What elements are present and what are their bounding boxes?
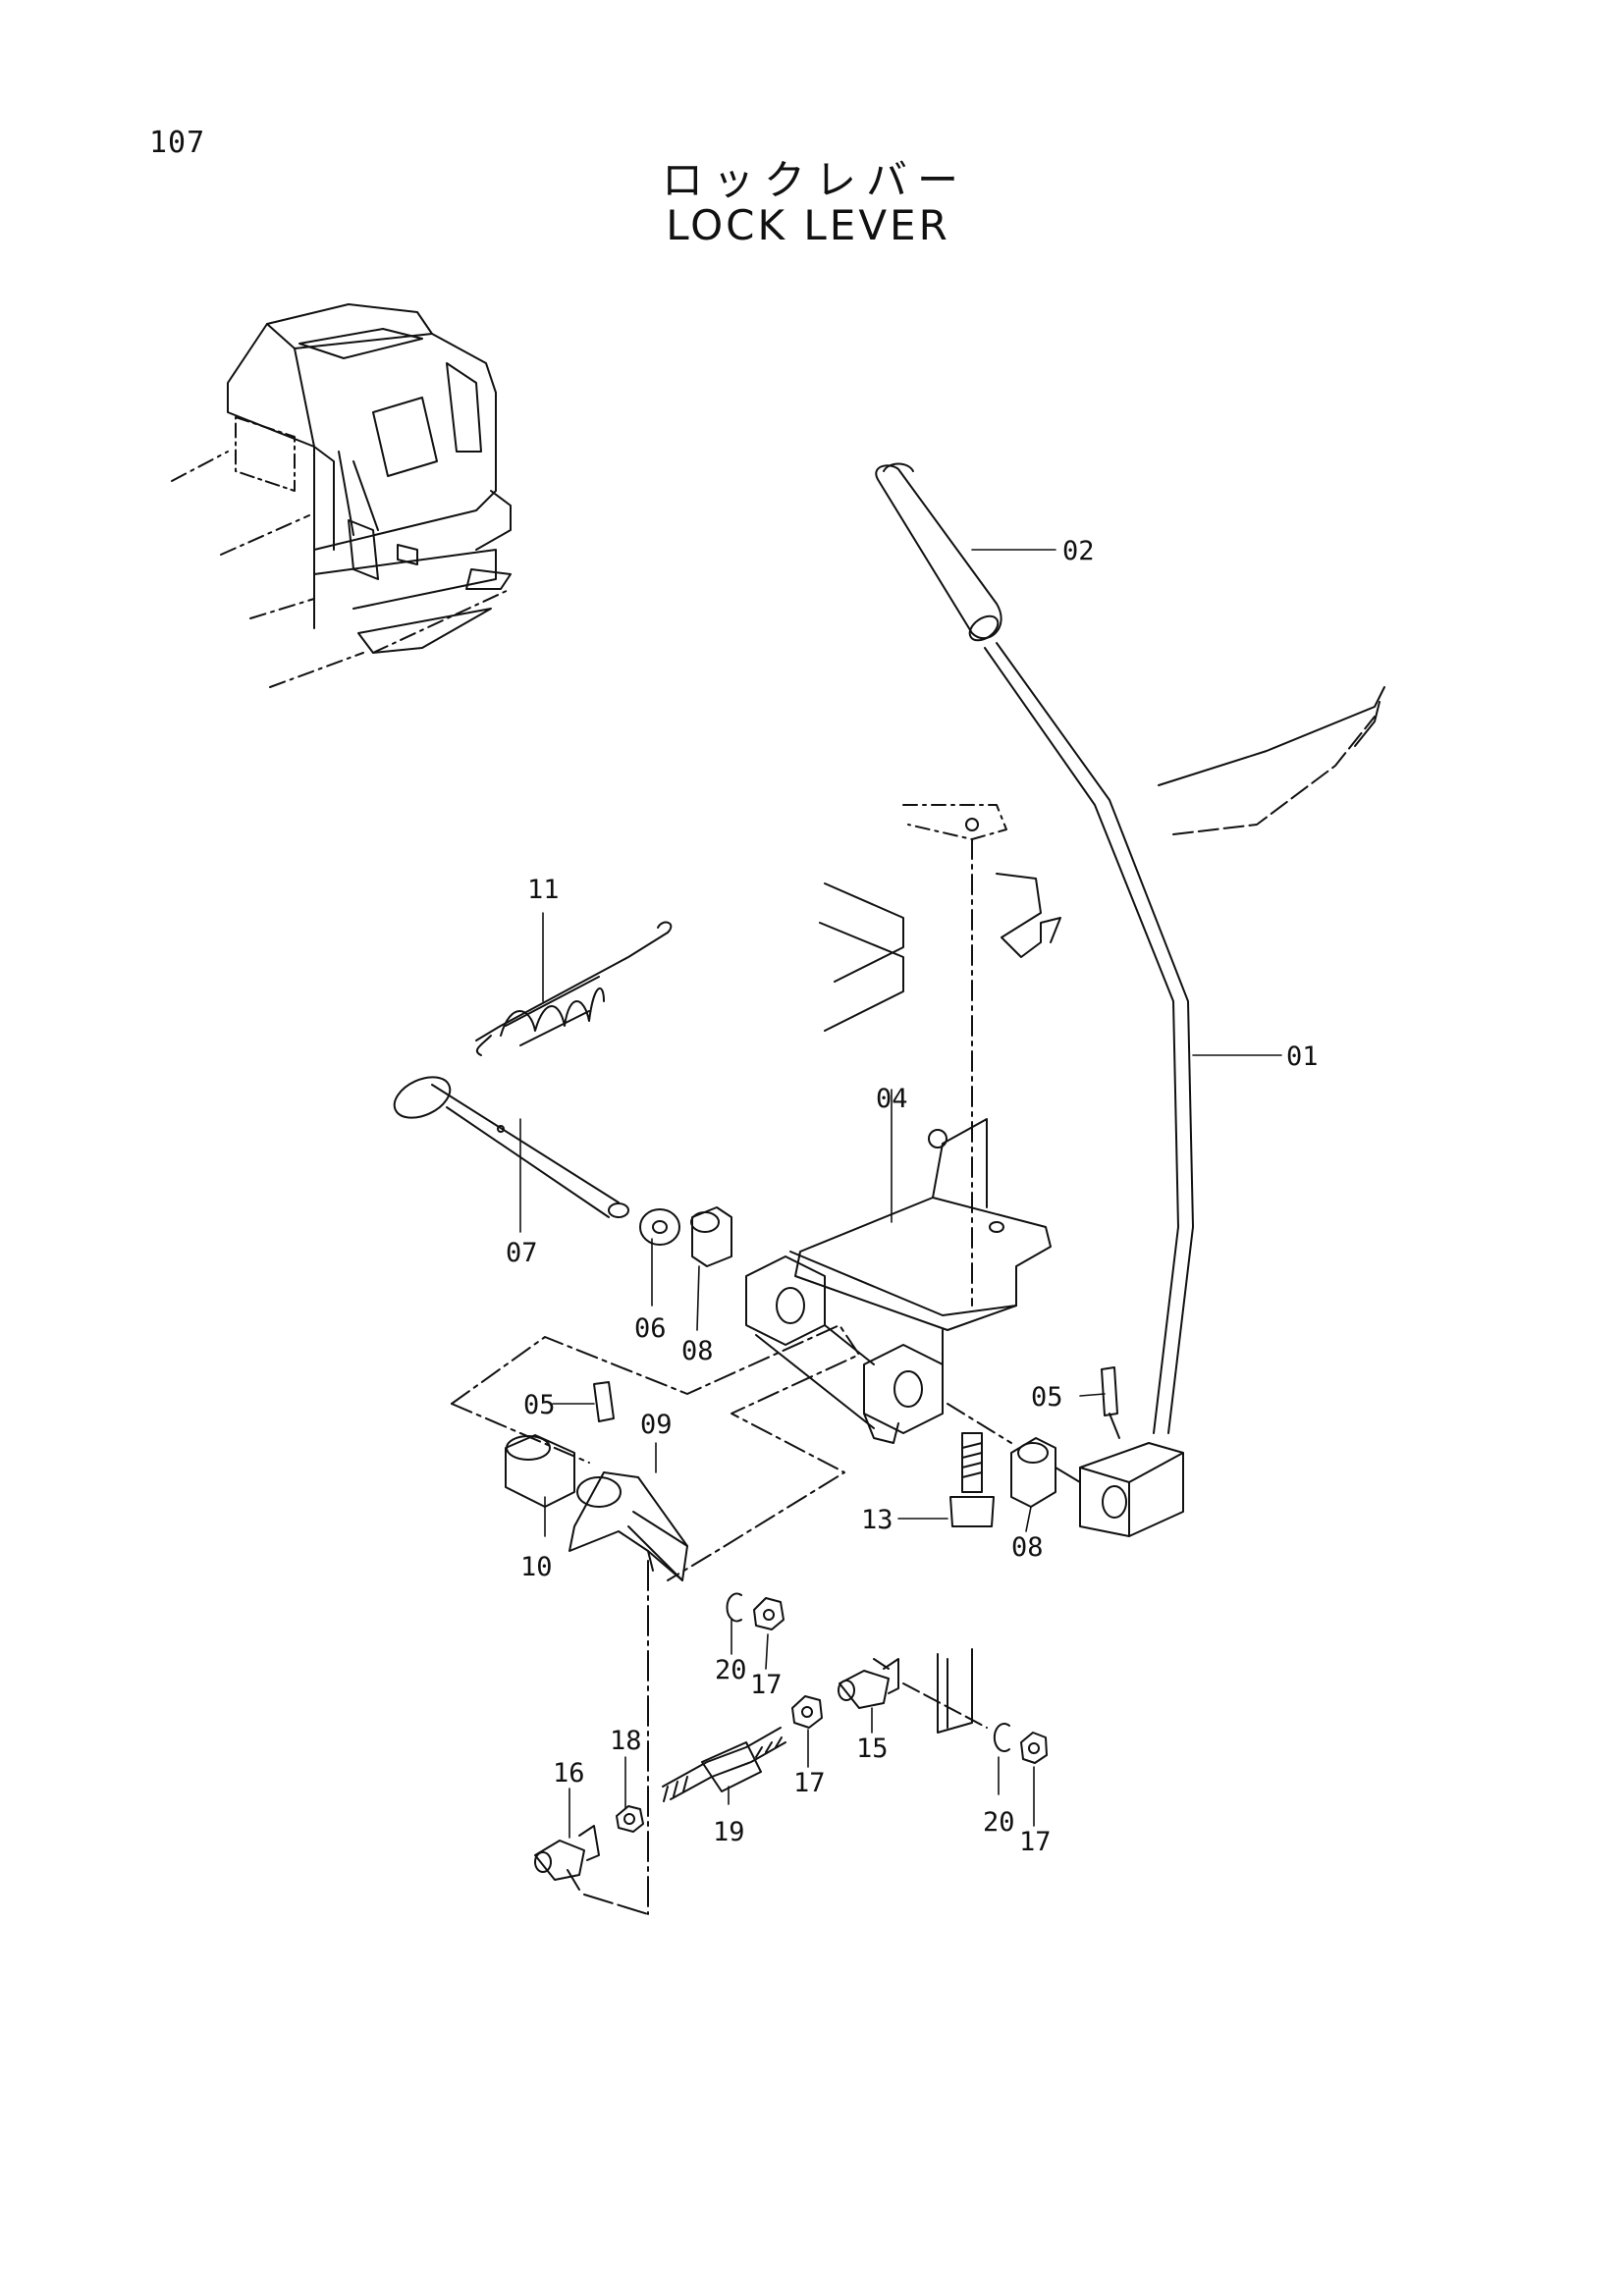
e-ring-upper	[726, 1592, 742, 1623]
part-label-02: 02	[1062, 536, 1095, 566]
title-japanese: ロックレバー	[661, 156, 968, 204]
part-label-05-right: 05	[1031, 1382, 1063, 1413]
title-english: LOCK LEVER	[666, 201, 950, 249]
rod-end-left	[534, 1825, 600, 1891]
arm-part	[568, 1471, 688, 1581]
e-ring-right	[993, 1723, 1010, 1752]
spring-pin-right	[1101, 1366, 1120, 1439]
frame-reference-lines	[819, 686, 1385, 1307]
lever-assembly	[875, 462, 1194, 1537]
nut-right	[1020, 1732, 1048, 1764]
nut-left	[616, 1805, 644, 1833]
spring-pin-left	[593, 1381, 615, 1422]
shaft-part	[393, 1076, 629, 1218]
part-label-19: 19	[713, 1817, 745, 1847]
page-number: 107	[149, 126, 206, 160]
part-label-11: 11	[527, 875, 560, 905]
nut-middle	[791, 1695, 823, 1729]
washer-part	[639, 1208, 680, 1246]
part-labels: 02 01 11 04 07 06 08 05 09 05 10 13 08 2…	[506, 536, 1319, 1857]
part-label-09: 09	[640, 1410, 673, 1440]
part-label-01: 01	[1286, 1041, 1319, 1072]
part-label-04: 04	[876, 1084, 908, 1114]
part-label-08-upper: 08	[681, 1336, 714, 1366]
nut-upper	[753, 1597, 785, 1630]
turnbuckle-part	[662, 1727, 786, 1802]
part-label-13: 13	[861, 1505, 893, 1535]
part-label-17-right: 17	[1019, 1827, 1052, 1857]
part-label-20-right: 20	[983, 1807, 1015, 1838]
part-label-06: 06	[634, 1313, 667, 1344]
collar-part	[505, 1434, 575, 1508]
part-label-16: 16	[553, 1758, 585, 1789]
part-label-05-left: 05	[523, 1390, 556, 1420]
bolt-part	[949, 1432, 995, 1527]
leader-lines	[519, 549, 1282, 1839]
bracket-part	[745, 1118, 1052, 1444]
rod-end-right	[838, 1658, 899, 1709]
part-label-20-upper: 20	[715, 1655, 747, 1685]
mount-plate-right	[902, 1648, 988, 1734]
part-label-08-lower: 08	[1011, 1532, 1044, 1563]
part-label-17-middle: 17	[793, 1768, 826, 1798]
bushing-part-lower	[947, 1403, 1081, 1508]
spring-part	[475, 921, 673, 1056]
part-label-10: 10	[520, 1552, 553, 1582]
part-label-17-upper: 17	[750, 1670, 783, 1700]
part-label-15: 15	[856, 1734, 889, 1764]
part-label-07: 07	[506, 1238, 538, 1268]
cab-overview-illustration	[171, 303, 512, 688]
part-label-18: 18	[610, 1726, 642, 1756]
bushing-part-upper	[690, 1206, 732, 1267]
hidden-reference-outline	[451, 1324, 860, 1915]
